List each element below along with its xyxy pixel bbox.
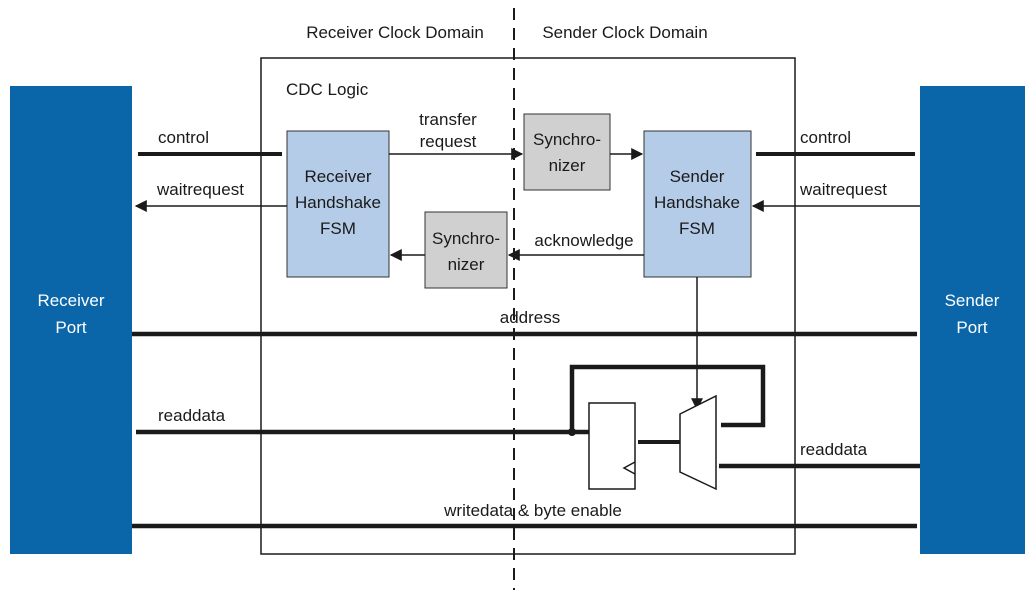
junction-dot xyxy=(568,428,576,436)
readdata-left-label: readdata xyxy=(158,406,226,425)
receiver-port-label-2: Port xyxy=(55,318,86,337)
cdc-logic-label: CDC Logic xyxy=(286,80,369,99)
waitrequest-right-label: waitrequest xyxy=(799,180,887,199)
control-right-label: control xyxy=(800,128,851,147)
sync-top-label-1: Synchro- xyxy=(533,130,601,149)
sender-fsm-label-2: Handshake xyxy=(654,193,740,212)
receiver-fsm-label-2: Handshake xyxy=(295,193,381,212)
receiver-port xyxy=(10,86,132,554)
receiver-handshake-fsm xyxy=(286,130,390,278)
sender-port-label-1: Sender xyxy=(945,291,1000,310)
control-left-label: control xyxy=(158,128,209,147)
clock-triangle xyxy=(622,461,636,475)
transfer-label-2: request xyxy=(420,132,477,151)
sender-fsm-label-1: Sender xyxy=(670,167,725,186)
readdata-register xyxy=(588,402,636,490)
sender-fsm-label-3: FSM xyxy=(679,219,715,238)
sync-top-label-2: nizer xyxy=(549,156,586,175)
sender-port xyxy=(920,86,1025,554)
feedback-loop xyxy=(569,364,766,432)
sender-port-label-2: Port xyxy=(956,318,987,337)
receiver-domain-label: Receiver Clock Domain xyxy=(306,23,484,42)
sender-handshake-fsm xyxy=(643,130,752,278)
address-label: address xyxy=(500,308,560,327)
readdata-mux xyxy=(679,394,717,491)
acknowledge-label: acknowledge xyxy=(534,231,633,250)
receiver-fsm-label-3: FSM xyxy=(320,219,356,238)
sync-bottom-label-2: nizer xyxy=(448,255,485,274)
receiver-fsm-label-1: Receiver xyxy=(304,167,371,186)
transfer-label-1: transfer xyxy=(419,110,477,129)
writedata-label: writedata & byte enable xyxy=(443,501,622,520)
synchronizer-bottom xyxy=(424,211,508,289)
waitrequest-left-label: waitrequest xyxy=(156,180,244,199)
sync-bottom-label-1: Synchro- xyxy=(432,229,500,248)
receiver-port-label-1: Receiver xyxy=(37,291,104,310)
synchronizer-top xyxy=(523,113,611,191)
cdc-logic-box xyxy=(260,57,796,555)
sender-domain-label: Sender Clock Domain xyxy=(542,23,707,42)
readdata-right-label: readdata xyxy=(800,440,868,459)
